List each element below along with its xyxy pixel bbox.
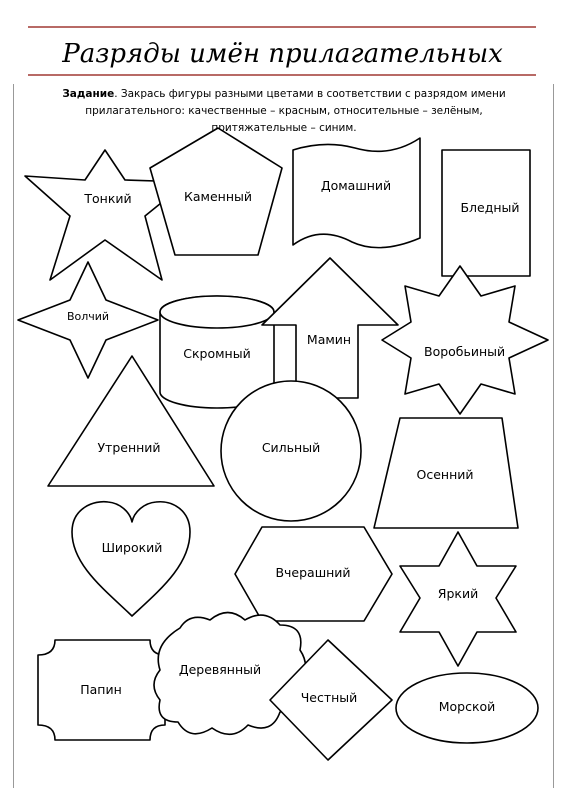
- task-text: Задание. Закрась фигуры разными цветами …: [45, 86, 523, 137]
- task-body: . Закрась фигуры разными цветами в соотв…: [85, 88, 506, 134]
- pentagon-shape[interactable]: [149, 127, 283, 256]
- label-ellipse: Морской: [438, 699, 496, 714]
- label-trapezoid: Осенний: [416, 467, 474, 482]
- label-plaque: Папин: [80, 682, 122, 697]
- star8-shape[interactable]: [381, 265, 549, 415]
- label-cloud: Деревянный: [178, 662, 262, 677]
- label-arrow: Мамин: [306, 332, 352, 347]
- triangle-shape[interactable]: [47, 355, 215, 487]
- label-cylinder: Скромный: [183, 346, 251, 361]
- circle-shape[interactable]: [220, 380, 362, 522]
- plaque-shape[interactable]: [37, 639, 166, 741]
- label-rectangle: Бледный: [460, 200, 520, 215]
- label-heart: Широкий: [101, 540, 163, 555]
- trapezoid-shape[interactable]: [373, 417, 519, 529]
- task-label: Задание: [62, 88, 115, 100]
- label-pentagon: Каменный: [184, 189, 252, 204]
- hexagon-shape[interactable]: [234, 526, 393, 622]
- ellipse-shape[interactable]: [395, 672, 539, 744]
- cylinder-top: [159, 295, 275, 329]
- cloud-shape[interactable]: [153, 611, 307, 736]
- star4-shape[interactable]: [17, 261, 159, 379]
- label-circle: Сильный: [261, 440, 321, 455]
- arrow-shape[interactable]: [261, 257, 399, 399]
- label-star8: Воробьиный: [424, 344, 506, 359]
- label-hexagon: Вчерашний: [275, 565, 351, 580]
- rectangle-shape[interactable]: [441, 149, 531, 277]
- label-star6: Яркий: [437, 586, 479, 601]
- title-underline-rule: [28, 74, 536, 76]
- page-title: Разряды имён прилагательных: [62, 39, 503, 69]
- star6-shape[interactable]: [399, 531, 517, 667]
- heart-shape[interactable]: [71, 500, 191, 617]
- content-frame: [13, 84, 554, 788]
- scroll-shape[interactable]: [292, 137, 421, 249]
- label-star4: Волчий: [66, 310, 110, 323]
- label-star5: Тонкий: [84, 191, 132, 206]
- top-rule: [28, 26, 536, 28]
- diamond-shape[interactable]: [269, 639, 393, 761]
- label-diamond: Честный: [300, 690, 358, 705]
- label-scroll: Домашний: [320, 178, 392, 193]
- label-triangle: Утренний: [97, 440, 161, 455]
